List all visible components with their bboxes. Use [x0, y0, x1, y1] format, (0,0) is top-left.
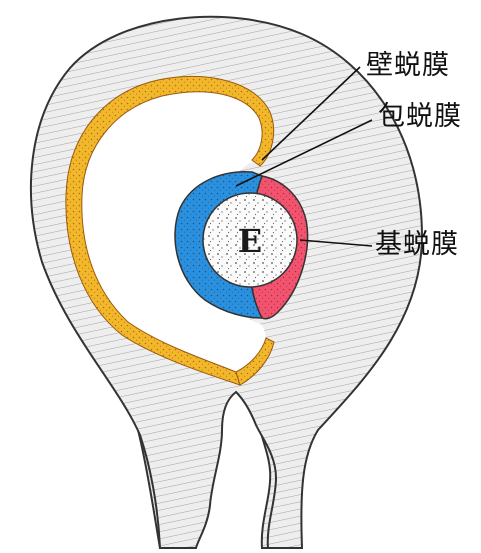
decidua-parietalis-lower	[235, 337, 275, 386]
embryo-letter: E	[238, 222, 262, 260]
leader-line-capsularis	[235, 119, 373, 187]
label-decidua-basalis: 基蜕膜	[375, 229, 459, 260]
label-decidua-parietalis: 壁蜕膜	[366, 50, 450, 81]
leader-line-basalis	[299, 239, 373, 247]
decidua-parietalis	[65, 76, 275, 386]
leader-line-parietalis	[261, 66, 361, 161]
chorionic-sac	[202, 192, 298, 288]
label-decidua-capsularis: 包蜕膜	[378, 101, 462, 132]
